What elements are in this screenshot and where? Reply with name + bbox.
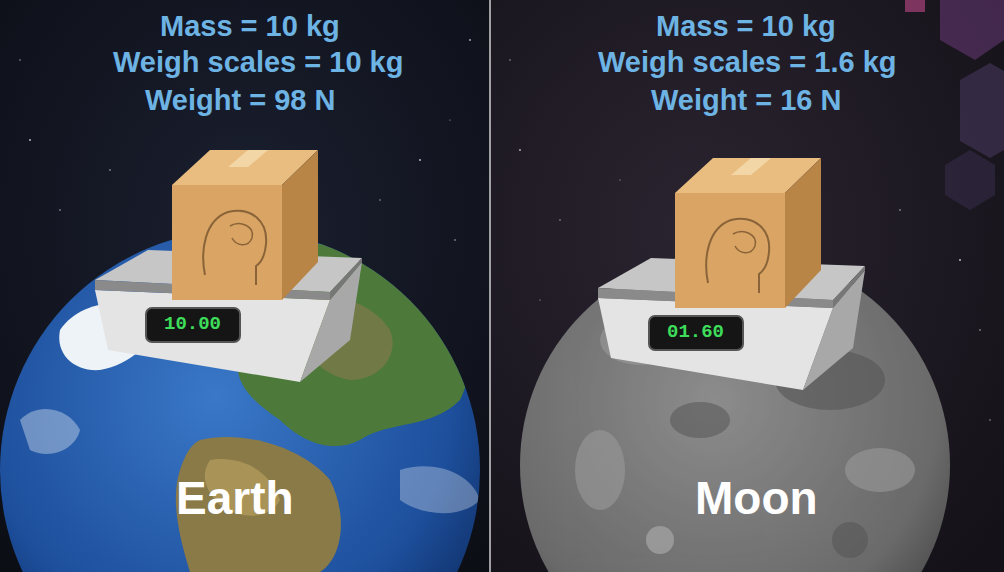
scale-display: 01.60 (667, 322, 724, 344)
panel-divider (489, 0, 491, 572)
cardboard-box (172, 150, 318, 300)
cardboard-box (675, 158, 821, 308)
scale-reading-label: Weigh scales = 1.6 kg (598, 46, 896, 79)
scale-reading-label: Weigh scales = 10 kg (113, 46, 403, 79)
scale-display: 10.00 (164, 314, 221, 336)
planet-name: Earth (176, 472, 294, 525)
planet-name: Moon (695, 472, 818, 525)
hexagon-decoration (905, 0, 1004, 210)
weight-label: Weight = 16 N (651, 84, 841, 117)
mass-label: Mass = 10 kg (160, 10, 340, 43)
mass-label: Mass = 10 kg (656, 10, 836, 43)
weight-label: Weight = 98 N (145, 84, 335, 117)
